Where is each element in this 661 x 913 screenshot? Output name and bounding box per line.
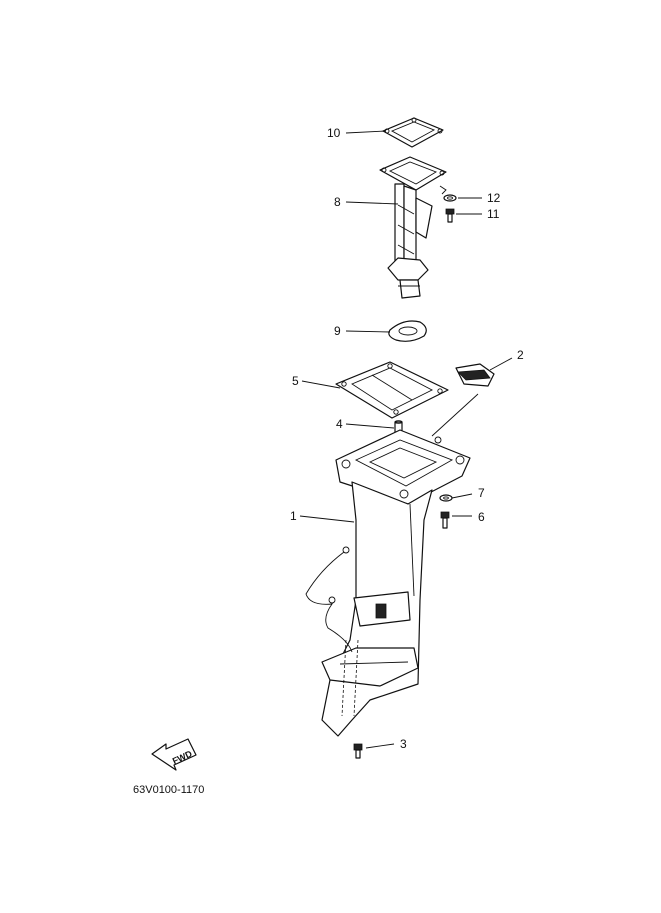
- part-10-gasket: [382, 117, 444, 148]
- ground-lead-wire: [305, 546, 353, 653]
- callout-3: 3: [400, 737, 407, 751]
- callout-4: 4: [336, 417, 343, 431]
- part-5-gasket: [335, 361, 449, 419]
- callout-10: 10: [327, 126, 341, 140]
- part-11-bolt: [445, 208, 455, 223]
- callout-8: 8: [334, 195, 341, 209]
- part-12-washer: [439, 185, 457, 202]
- part-2-cover: [455, 363, 495, 387]
- part-9-seal: [388, 320, 427, 342]
- callout-6: 6: [478, 510, 485, 524]
- callout-12: 12: [487, 191, 501, 205]
- callout-labels: 10 8 12 11 9 2 5 4 7 6 1 3: [290, 126, 524, 751]
- callout-9: 9: [334, 324, 341, 338]
- callout-7: 7: [478, 486, 485, 500]
- callout-1: 1: [290, 509, 297, 523]
- part-6-bolt: [440, 511, 450, 529]
- diagram-code: 63V0100-1170: [133, 784, 204, 796]
- callout-2: 2: [517, 348, 524, 362]
- part-1-upper-casing: [321, 429, 471, 737]
- part-3-bolt: [353, 743, 363, 759]
- fwd-arrow-icon: FWD: [151, 738, 197, 771]
- part-7-washer: [439, 494, 453, 502]
- callout-11: 11: [487, 207, 500, 221]
- leader-lines: [299, 130, 513, 749]
- part-8-exhaust-guide: [379, 156, 447, 299]
- callout-5: 5: [292, 374, 299, 388]
